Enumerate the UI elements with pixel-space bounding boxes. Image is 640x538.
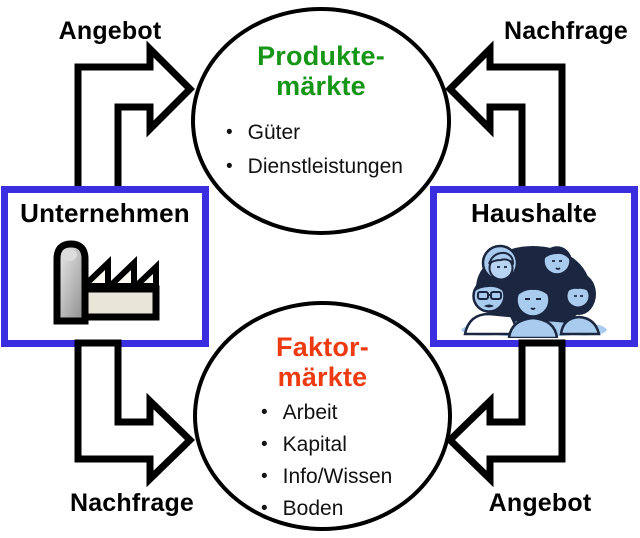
list-item: Kapital (261, 429, 448, 461)
list-item: Güter (226, 116, 447, 150)
faktor-maerkte-title: Faktor- märkte (197, 332, 448, 392)
haushalte-box: Haushalte (430, 186, 638, 347)
list-item: Info/Wissen (261, 461, 448, 493)
list-item: Dienstleistungen (226, 150, 447, 184)
title-line-1: Produkte- (257, 41, 385, 71)
produkte-maerkte-title: Produkte- märkte (195, 41, 447, 101)
angebot-label-top-left: Angebot (58, 17, 162, 45)
produkte-maerkte-list: Güter Dienstleistungen (226, 116, 447, 184)
nachfrage-arrow-top-right (445, 40, 566, 197)
haushalte-label: Haushalte (470, 198, 598, 228)
title-line-1: Faktor- (276, 332, 369, 362)
faktor-maerkte-list: Arbeit Kapital Info/Wissen Boden (261, 397, 448, 525)
nachfrage-label-bottom-left: Nachfrage (69, 489, 195, 517)
title-line-2: märkte (277, 362, 368, 392)
angebot-arrow-top-left (74, 40, 195, 197)
title-line-2: märkte (276, 71, 366, 101)
produkte-maerkte-circle: Produkte- märkte Güter Dienstleistungen (191, 7, 451, 235)
list-item: Arbeit (261, 397, 448, 429)
faktor-maerkte-circle: Faktor- märkte Arbeit Kapital Info/Wisse… (193, 301, 452, 531)
nachfrage-arrow-bottom-left (74, 339, 196, 488)
angebot-label-bottom-right: Angebot (488, 489, 592, 517)
factory-icon (53, 240, 160, 325)
unternehmen-label: Unternehmen (20, 198, 190, 228)
list-item: Boden (261, 493, 448, 525)
nachfrage-label-top-right: Nachfrage (503, 17, 629, 45)
people-icon (461, 244, 607, 338)
angebot-arrow-bottom-right (444, 339, 566, 488)
unternehmen-box: Unternehmen (1, 186, 209, 347)
